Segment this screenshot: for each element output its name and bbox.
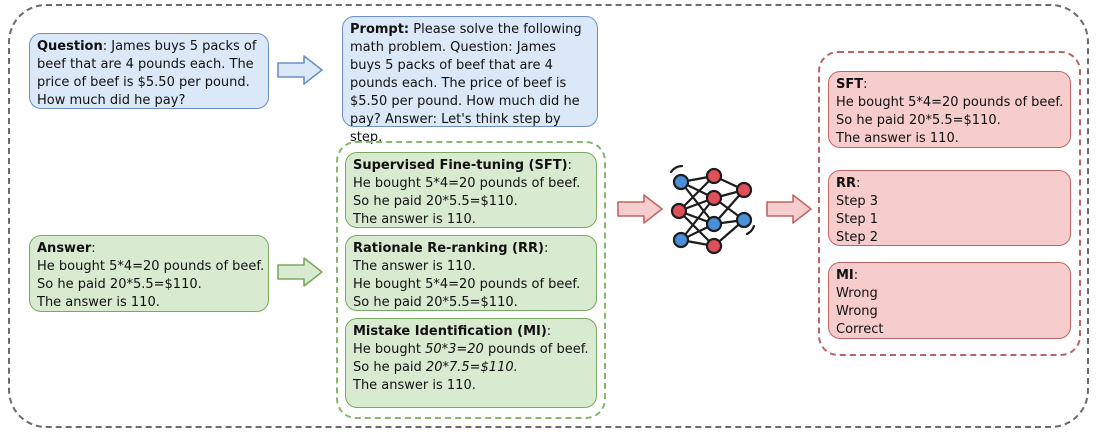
prompt-label: Prompt:: [350, 22, 410, 37]
arrow-inputs-to-network-icon: [617, 194, 663, 224]
training-inputs-group: [336, 141, 606, 419]
mi-input-label: Mistake Identification (MI): [353, 324, 547, 339]
question-text: : James buys 5 packs of beef that are 4 …: [37, 39, 257, 108]
rr-input-line: He bought 5*4=20 pounds of beef.: [353, 277, 581, 292]
sft-output-line: He bought 5*4=20 pounds of beef.: [836, 95, 1064, 110]
answer-line: He bought 5*4=20 pounds of beef.: [37, 259, 265, 274]
rr-input-line: So he paid 20*5.5=$110.: [353, 295, 518, 310]
answer-line: So he paid 20*5.5=$110.: [37, 277, 202, 292]
rr-input-label: Rationale Re-ranking (RR): [353, 241, 544, 256]
sft-input-label: Supervised Fine-tuning (SFT): [353, 158, 568, 173]
mi-output-label: MI: [836, 268, 854, 283]
rr-output-line: Step 1: [836, 212, 879, 227]
sft-input-line: So he paid 20*5.5=$110.: [353, 194, 518, 209]
rr-output-box: RR: Step 3 Step 1 Step 2: [828, 170, 1071, 246]
answer-label: Answer: [37, 241, 92, 256]
sft-output-line: So he paid 20*5.5=$110.: [836, 113, 1001, 128]
mi-error-step-2: 20*7.5=$110.: [425, 360, 518, 375]
arrow-answer-to-inputs-icon: [277, 257, 323, 287]
rr-output-label: RR: [836, 176, 857, 191]
mi-error-step-1: 50*3=20: [425, 342, 484, 357]
answer-box: Answer: He bought 5*4=20 pounds of beef.…: [29, 235, 269, 312]
mi-output-line: Wrong: [836, 286, 878, 301]
sft-output-line: The answer is 110.: [836, 131, 959, 146]
mi-output-line: Wrong: [836, 304, 878, 319]
outer-frame: [8, 4, 1089, 428]
neural-network-icon: [669, 164, 756, 255]
prompt-text: Please solve the following math problem.…: [350, 22, 582, 145]
sft-output-label: SFT: [836, 77, 864, 92]
question-label: Question: [37, 39, 103, 54]
sft-input-line: He bought 5*4=20 pounds of beef.: [353, 176, 581, 191]
rr-output-line: Step 2: [836, 230, 879, 245]
mi-output-line: Correct: [836, 322, 884, 337]
mi-input-box: Mistake Identification (MI): He bought 5…: [345, 318, 597, 408]
rr-output-line: Step 3: [836, 194, 879, 209]
outputs-group: [818, 51, 1081, 356]
mi-output-box: MI: Wrong Wrong Correct: [828, 262, 1071, 339]
arrow-question-to-prompt-icon: [277, 55, 323, 85]
sft-input-line: The answer is 110.: [353, 212, 476, 227]
question-box: Question: James buys 5 packs of beef tha…: [29, 33, 269, 109]
answer-line: The answer is 110.: [37, 295, 160, 310]
sft-input-box: Supervised Fine-tuning (SFT): He bought …: [345, 152, 597, 228]
arrow-network-to-outputs-icon: [766, 194, 812, 224]
prompt-box: Prompt: Please solve the following math …: [342, 16, 598, 145]
mi-input-line-2: So he paid 20*7.5=$110.: [353, 360, 518, 375]
mi-input-line-1: He bought 50*3=20 pounds of beef.: [353, 342, 589, 357]
rr-input-line: The answer is 110.: [353, 259, 476, 274]
sft-output-box: SFT: He bought 5*4=20 pounds of beef. So…: [828, 71, 1071, 148]
rr-input-box: Rationale Re-ranking (RR): The answer is…: [345, 235, 597, 311]
mi-input-line-3: The answer is 110.: [353, 378, 476, 393]
